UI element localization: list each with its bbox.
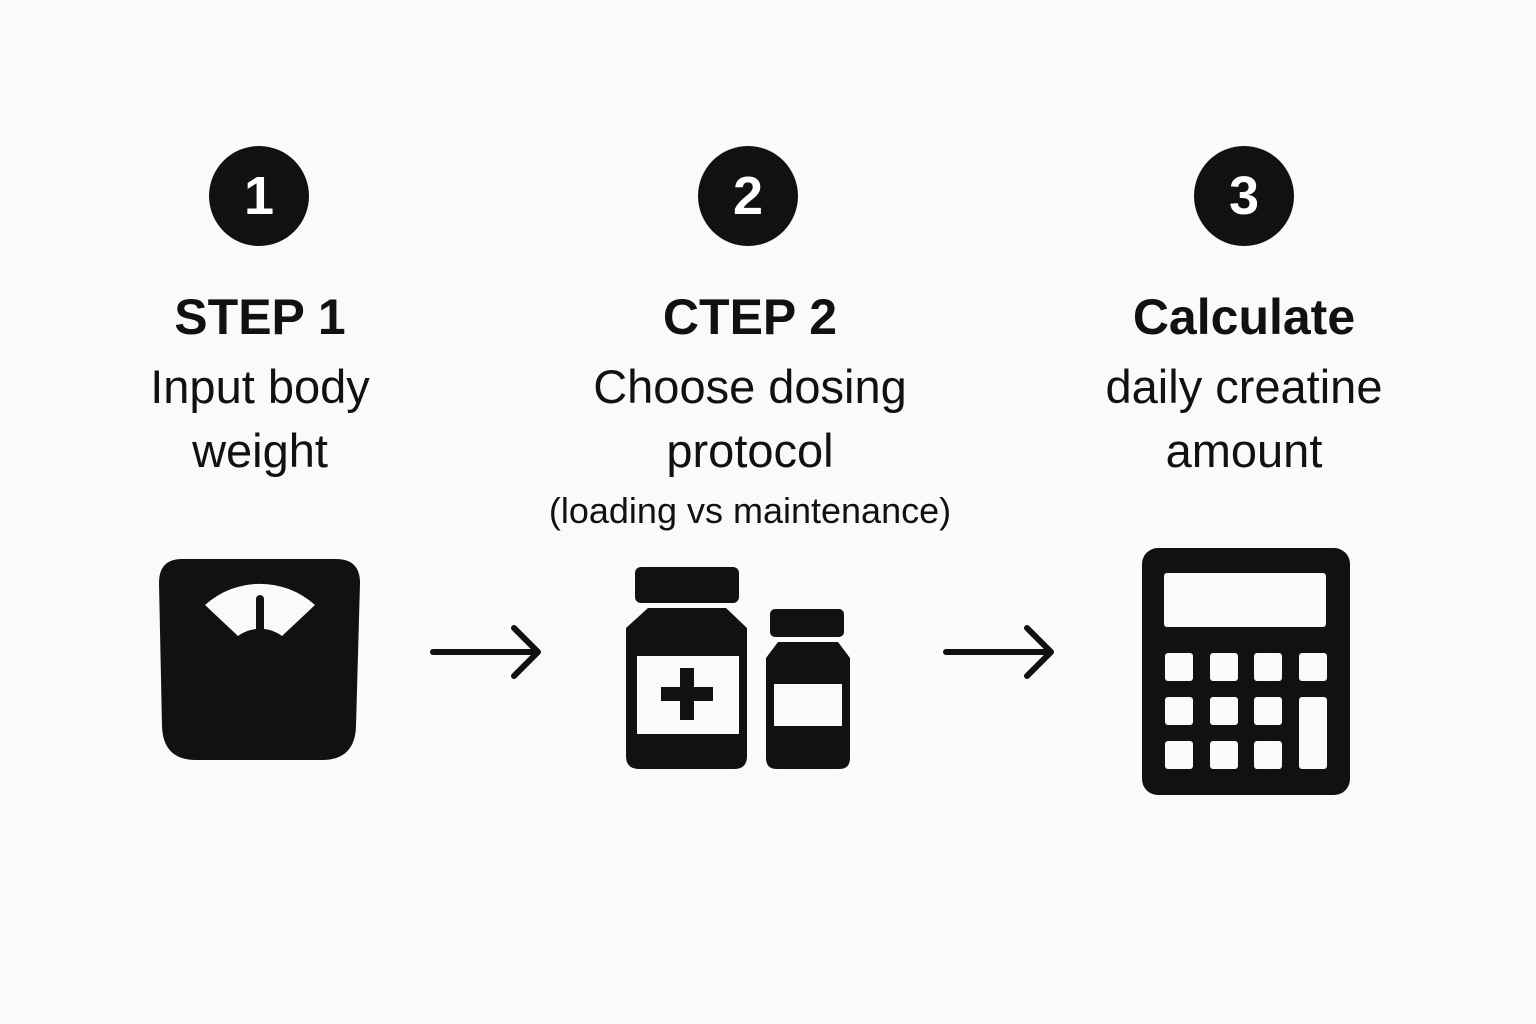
step-1-description-line-2: weight bbox=[192, 424, 328, 477]
step-3-title: Calculate bbox=[1132, 289, 1356, 345]
step-3-number-badge: 3 bbox=[1194, 146, 1294, 246]
arrow-right-icon bbox=[430, 625, 541, 679]
step-2-number: 2 bbox=[732, 166, 764, 226]
step-3-description-line-2: amount bbox=[1165, 424, 1323, 477]
step-2-note: (loading vs maintenance) bbox=[548, 490, 952, 531]
step-2-description-line-1: Choose dosing bbox=[593, 360, 907, 413]
step-3-description: daily creatine amount bbox=[1004, 355, 1484, 483]
step-1-number-badge: 1 bbox=[209, 146, 309, 246]
step-2-number-badge: 2 bbox=[698, 146, 798, 246]
step-2-text: CTEP 2 Choose dosing protocol (loading v… bbox=[510, 287, 990, 533]
step-3-description-line-1: daily creatine bbox=[1105, 360, 1383, 413]
step-3-number: 3 bbox=[1228, 166, 1260, 226]
supplement-bottles-icon bbox=[626, 567, 850, 769]
step-3-text: Calculate daily creatine amount bbox=[1004, 287, 1484, 483]
step-2-description: Choose dosing protocol bbox=[510, 355, 990, 483]
bathroom-scale-icon bbox=[159, 559, 360, 760]
step-2-title: CTEP 2 bbox=[662, 289, 838, 345]
step-1-number: 1 bbox=[243, 166, 275, 226]
step-1-text: STEP 1 Input body weight bbox=[20, 287, 500, 483]
step-2-description-line-2: protocol bbox=[666, 424, 834, 477]
step-1-description-line-1: Input body bbox=[150, 360, 370, 413]
step-1-description: Input body weight bbox=[20, 355, 500, 483]
calculator-icon bbox=[1142, 548, 1350, 795]
arrow-right-icon bbox=[943, 625, 1054, 679]
step-1-title: STEP 1 bbox=[174, 289, 346, 345]
